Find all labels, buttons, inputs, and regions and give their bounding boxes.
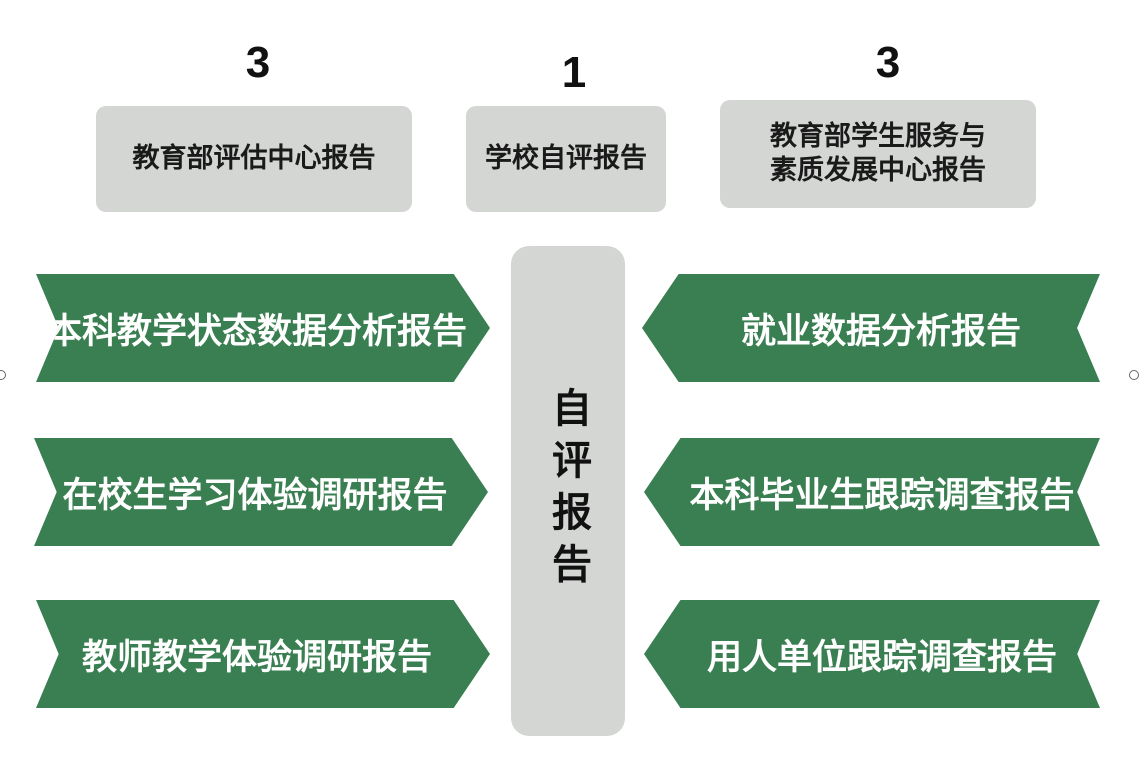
count-school-self-evaluation: 1	[561, 48, 587, 97]
right-report-3: 用人单位跟踪调查报告	[644, 600, 1100, 708]
left-report-1: 本科教学状态数据分析报告	[36, 274, 490, 382]
self-evaluation-report-column: 自评报告	[511, 246, 625, 736]
left-report-2: 在校生学习体验调研报告	[34, 438, 488, 546]
right-report-2: 本科毕业生跟踪调查报告	[644, 438, 1100, 546]
left-edge-handle	[0, 370, 6, 380]
left-report-3: 教师教学体验调研报告	[36, 600, 490, 708]
source-student-service-center: 教育部学生服务与 素质发展中心报告	[720, 100, 1036, 208]
count-student-service-center: 3	[875, 38, 901, 87]
right-edge-handle	[1129, 370, 1139, 380]
source-school-self-evaluation: 学校自评报告	[466, 106, 666, 212]
count-evaluation-center: 3	[245, 38, 271, 87]
self-evaluation-report-label: 自评报告	[545, 387, 591, 595]
right-report-1: 就业数据分析报告	[642, 274, 1100, 382]
source-evaluation-center: 教育部评估中心报告	[96, 106, 412, 212]
